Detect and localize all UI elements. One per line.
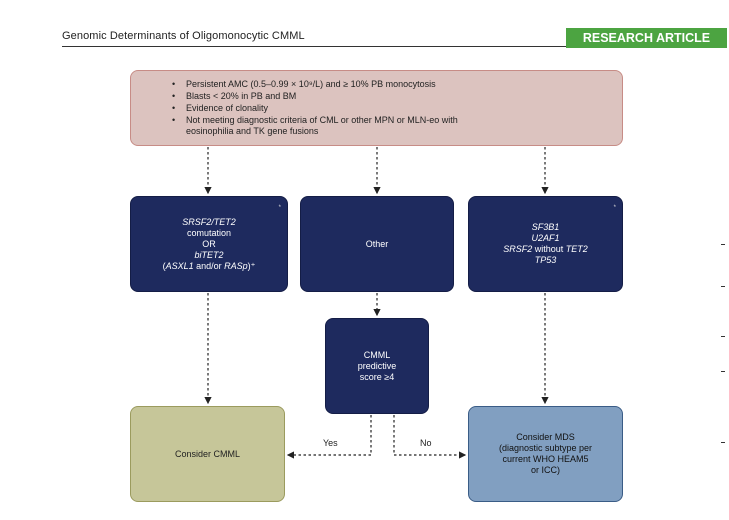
- criteria-item: Blasts < 20% in PB and BM: [172, 91, 486, 102]
- entry-criteria-box: Persistent AMC (0.5–0.99 × 10⁹/L) and ≥ …: [130, 70, 623, 146]
- consider-cmml-box: Consider CMML: [130, 406, 285, 502]
- edge-label-yes: Yes: [323, 438, 338, 448]
- other-label: Other: [365, 238, 389, 249]
- cmml-label: Consider CMML: [174, 448, 241, 459]
- footnote-marker: *: [613, 205, 616, 211]
- sf3b1-line4: TP53: [534, 255, 557, 265]
- criteria-list: Persistent AMC (0.5–0.99 × 10⁹/L) and ≥ …: [131, 79, 486, 138]
- header-rule: [62, 46, 566, 47]
- article-type-badge: RESEARCH ARTICLE: [566, 28, 727, 48]
- mds-line4: or ICC): [531, 465, 560, 475]
- score-line1: CMML: [363, 349, 391, 360]
- edge-label-no: No: [420, 438, 432, 448]
- footnote-marker: *: [278, 205, 281, 211]
- criteria-item: Not meeting diagnostic criteria of CML o…: [172, 115, 486, 137]
- mds-line1: Consider MDS: [516, 432, 575, 442]
- criteria-item: Evidence of clonality: [172, 103, 486, 114]
- srsf2-tet2-branch-box: * SRSF2/TET2 comutation OR biTET2 (ASXL1…: [130, 196, 288, 292]
- margin-tick: [721, 286, 725, 287]
- cmml-predictive-score-box: CMML predictive score ≥4: [325, 318, 429, 414]
- sf3b1-line3: SRSF2 without TET2: [503, 244, 588, 254]
- srsf2-line5: (ASXL1 and/or RASp)⁺: [162, 260, 256, 271]
- page-header-title: Genomic Determinants of Oligomonocytic C…: [62, 30, 305, 42]
- score-line3: score ≥4: [359, 371, 395, 382]
- margin-tick: [721, 244, 725, 245]
- srsf2-line4: biTET2: [194, 249, 224, 260]
- sf3b1-line1: SF3B1: [531, 222, 560, 232]
- mds-line3: current WHO HEAM5: [502, 454, 589, 464]
- srsf2-line1: SRSF2/TET2: [182, 216, 236, 227]
- srsf2-line3: OR: [202, 238, 216, 249]
- arrow-score-no-to-mds: [393, 415, 467, 459]
- criteria-item: Persistent AMC (0.5–0.99 × 10⁹/L) and ≥ …: [172, 79, 486, 90]
- other-branch-box: Other: [300, 196, 454, 292]
- arrow-score-yes-to-cmml: [286, 415, 372, 459]
- consider-mds-box: Consider MDS (diagnostic subtype per cur…: [468, 406, 623, 502]
- margin-tick: [721, 336, 725, 337]
- sf3b1-line2: U2AF1: [531, 233, 560, 243]
- sf3b1-branch-box: * SF3B1 U2AF1 SRSF2 without TET2 TP53: [468, 196, 623, 292]
- srsf2-line2: comutation: [186, 227, 232, 238]
- mds-line2: (diagnostic subtype per: [498, 443, 593, 453]
- margin-tick: [721, 371, 725, 372]
- margin-tick: [721, 442, 725, 443]
- score-line2: predictive: [357, 360, 397, 371]
